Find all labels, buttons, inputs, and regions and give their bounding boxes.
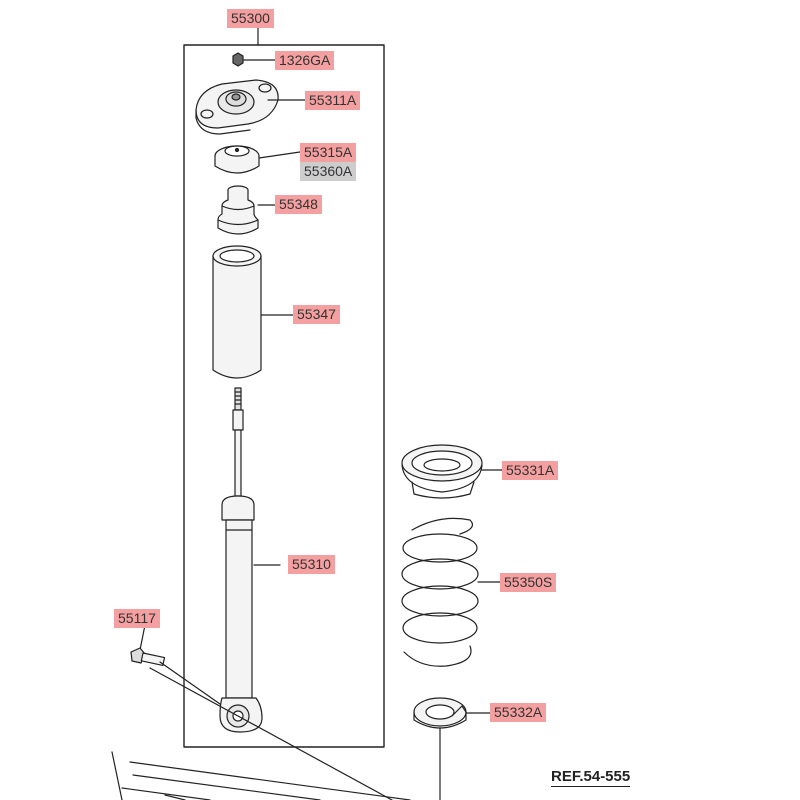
lower-spring-pad-part[interactable] — [413, 697, 491, 729]
shock-absorber-part[interactable] — [219, 387, 281, 733]
callout-bolt[interactable]: 55117 — [114, 609, 160, 628]
reference-label[interactable]: REF.54-555 — [551, 768, 631, 787]
callout-assembly[interactable]: 55300 — [227, 9, 274, 28]
assembly-frame — [183, 44, 385, 748]
callout-lower-spring-pad[interactable]: 55332A — [490, 703, 547, 722]
callout-coil-spring[interactable]: 55350S — [500, 573, 557, 592]
callout-cap[interactable]: 55315A — [300, 143, 357, 162]
cap-part[interactable] — [214, 145, 301, 174]
callout-upper-spring-seat[interactable]: 55331A — [502, 461, 559, 480]
bumper-part[interactable] — [217, 185, 276, 235]
bolt-part[interactable] — [130, 624, 221, 705]
nut-part[interactable] — [232, 52, 276, 67]
upper-spring-seat-part[interactable] — [401, 444, 503, 499]
dust-cover-part[interactable] — [212, 245, 294, 379]
body-panel-lines — [111, 751, 411, 800]
mounting-axis-line — [149, 667, 393, 800]
callout-mount-bracket[interactable]: 55311A — [305, 91, 361, 110]
mount-bracket-part[interactable] — [195, 79, 306, 135]
callout-nut[interactable]: 1326GA — [275, 51, 335, 70]
callout-shock-absorber[interactable]: 55310 — [288, 555, 335, 574]
coil-spring-part[interactable] — [401, 517, 501, 667]
callout-dust-cover[interactable]: 55347 — [293, 305, 340, 324]
callout-bumper[interactable]: 55348 — [275, 195, 322, 214]
callout-cap-alt[interactable]: 55360A — [300, 162, 357, 181]
